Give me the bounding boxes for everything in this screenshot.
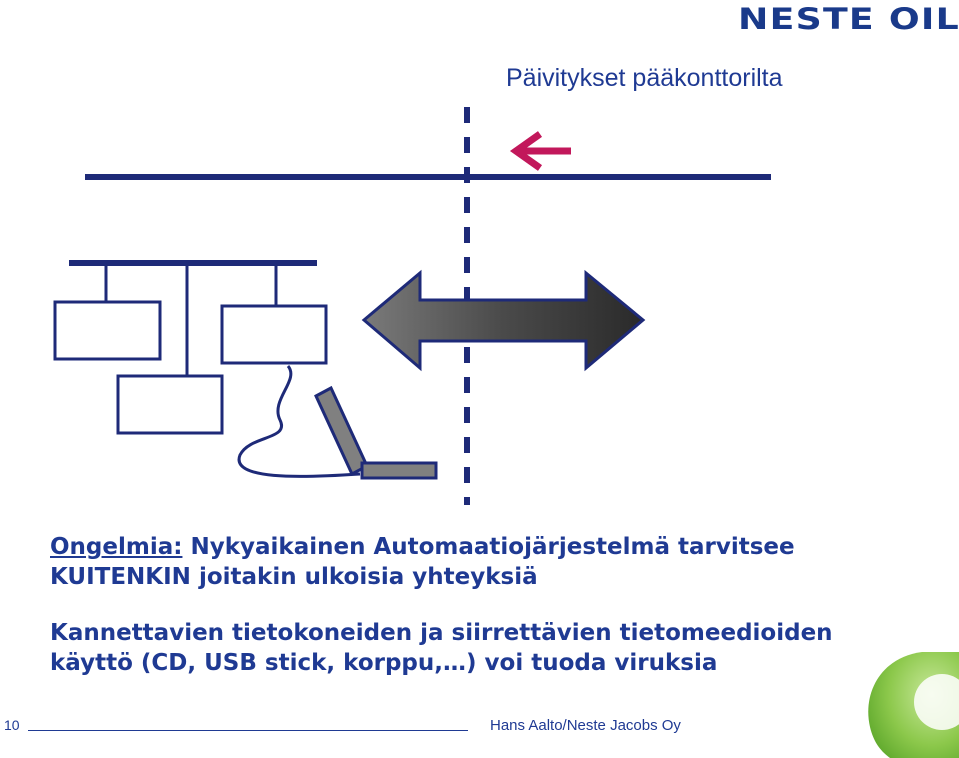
point2-line1: Kannettavien tietokoneiden ja siirrettäv… — [50, 620, 833, 646]
neste-oil-logo: NESTE OIL — [738, 2, 959, 36]
double-arrow-icon — [361, 269, 646, 372]
network-diagram — [53, 107, 771, 505]
laptop-icon — [314, 385, 438, 480]
problem-line1: Nykyaikainen Automaatiojärjestelmä tarvi… — [182, 534, 795, 560]
problem-line2: KUITENKIN joitakin ulkoisia yhteyksiä — [50, 564, 538, 590]
removable-media-statement: Kannettavien tietokoneiden ja siirrettäv… — [50, 618, 930, 678]
point2-line2: käyttö (CD, USB stick, korppu,…) voi tuo… — [50, 650, 718, 676]
footer-credit: Hans Aalto/Neste Jacobs Oy — [490, 717, 681, 734]
problem-statement: Ongelmia: Nykyaikainen Automaatiojärjest… — [50, 532, 930, 592]
footer-divider — [28, 730, 468, 731]
slide-title: Päivitykset pääkonttorilta — [506, 64, 783, 92]
page-number: 10 — [4, 717, 20, 733]
problem-label: Ongelmia: — [50, 534, 183, 560]
green-swoosh-decoration — [868, 652, 959, 758]
workstation-box — [220, 304, 328, 365]
left-arrow-icon — [509, 131, 571, 171]
automation-network-bus — [69, 260, 317, 266]
workstation-box — [116, 374, 224, 435]
workstation-box — [53, 300, 162, 361]
headoffice-network-line — [85, 174, 771, 180]
laptop-cable — [237, 365, 361, 478]
